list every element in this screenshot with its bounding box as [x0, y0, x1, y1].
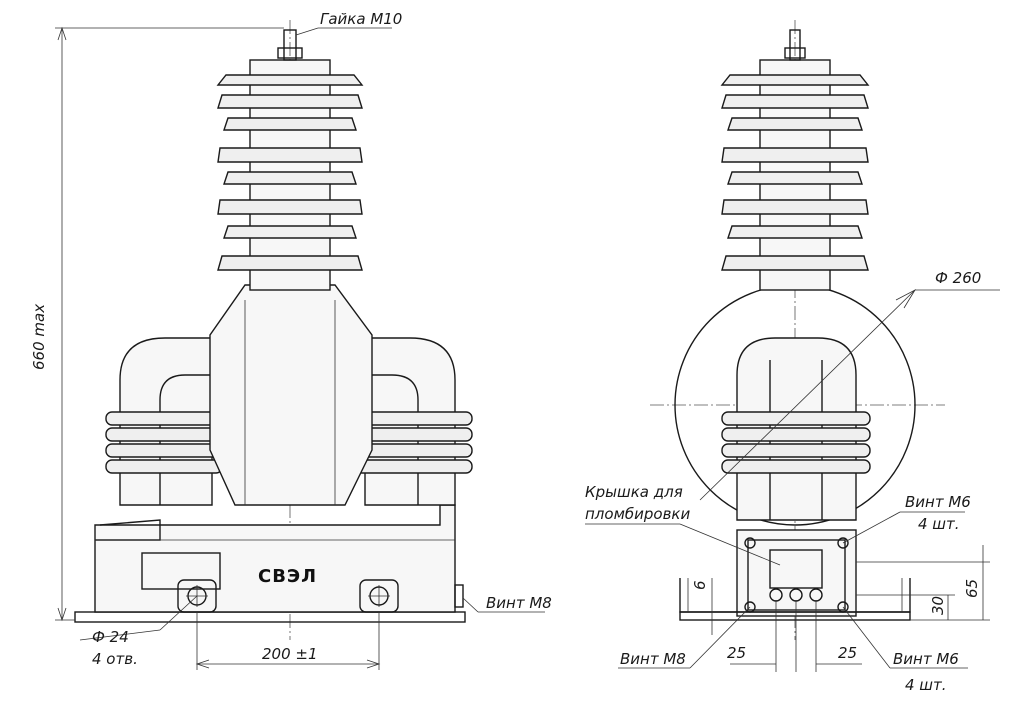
insulator-sheds-left-view — [216, 74, 364, 271]
bellows-right — [355, 411, 473, 474]
screw-m6-bottom-qty: 4 шт. — [905, 676, 947, 694]
bellows-left — [105, 411, 223, 474]
dim-30-label: 30 — [929, 596, 947, 615]
logo-text: СВЭЛ — [258, 566, 317, 587]
screw-m6-bottom-label: Винт М6 — [893, 650, 959, 668]
side-view: Ф 260 Крышка для — [585, 20, 1000, 694]
front-view: СВЭЛ — [30, 10, 552, 670]
height-dimension-label: 660 max — [30, 304, 48, 370]
dim-25-left-label: 25 — [727, 644, 746, 662]
side-top-nut — [784, 47, 806, 59]
hole-diameter-label: Ф 24 — [92, 628, 129, 646]
top-stud — [283, 29, 297, 61]
side-base-plate — [679, 611, 911, 621]
insulator-sheds-side-view — [720, 74, 870, 271]
side-top-stud — [789, 29, 801, 61]
nut-label: Гайка М10 — [320, 10, 402, 28]
rating-plate — [141, 552, 221, 590]
dim-65-label: 65 — [963, 579, 981, 598]
spacing-dimension-label: 200 ±1 — [262, 645, 318, 663]
screw-m8-side-label: Винт М8 — [486, 594, 552, 612]
screw-m6-top-label: Винт М6 — [905, 493, 971, 511]
bellows-side — [721, 411, 871, 474]
base-plate — [74, 611, 466, 623]
side-bolt — [454, 584, 464, 608]
screw-m8-bottom-label: Винт М8 — [620, 650, 686, 668]
dim-6-label: 6 — [691, 580, 709, 590]
cover-label-line1: Крышка для — [585, 483, 683, 501]
top-nut — [277, 47, 303, 59]
seal-cover — [769, 549, 823, 589]
central-body — [209, 284, 373, 506]
screw-m6-top-qty: 4 шт. — [918, 515, 960, 533]
cover-label-line2: пломбировки — [585, 505, 690, 523]
hole-count-label: 4 отв. — [92, 650, 138, 668]
dim-25-right-label: 25 — [838, 644, 857, 662]
ring-diameter-label: Ф 260 — [935, 269, 981, 287]
